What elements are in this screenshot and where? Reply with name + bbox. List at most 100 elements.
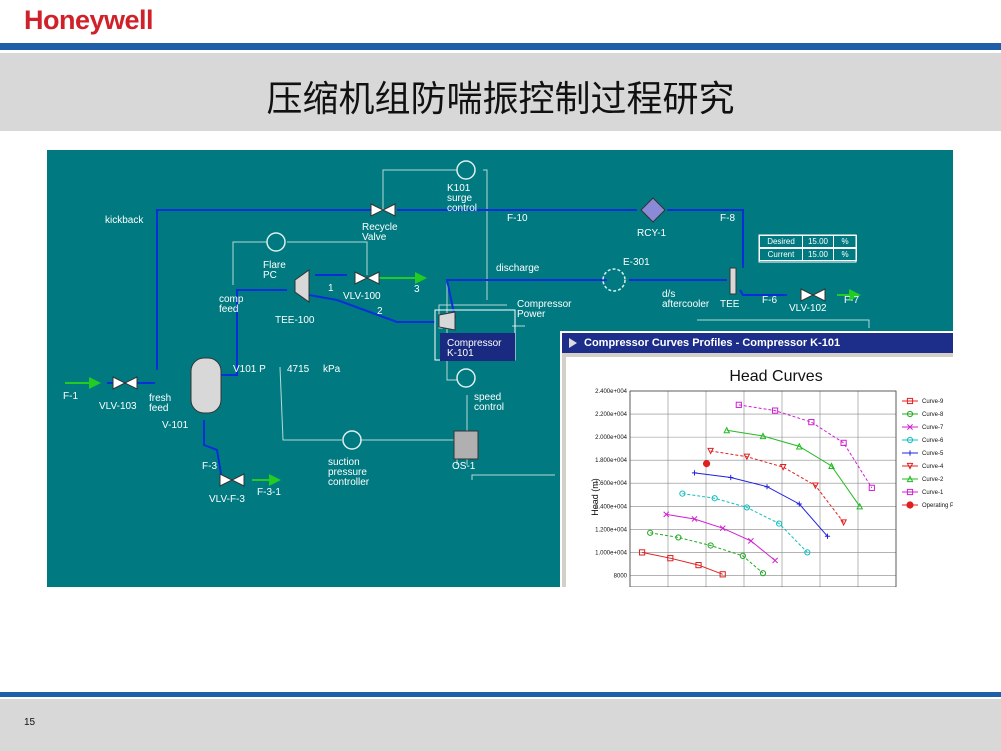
data-point — [663, 511, 670, 518]
data-point — [828, 462, 835, 470]
compressor-k101-label[interactable]: Compressor K-101 — [447, 338, 502, 359]
window-title: Compressor Curves Profiles - Compressor … — [584, 337, 841, 349]
data-point — [772, 557, 779, 564]
slide-title: 压缩机组防喘振控制过程研究 — [266, 79, 735, 120]
series-curve-4 — [707, 447, 914, 527]
ds-aftercooler-label: d/s aftercooler — [662, 289, 710, 310]
stream-3-label: 3 — [414, 284, 420, 295]
legend-label: Curve-8 — [922, 412, 944, 418]
data-point — [779, 463, 787, 471]
f7-label: F-7 — [844, 295, 859, 306]
series-curve-2 — [723, 426, 914, 510]
data-point — [796, 501, 802, 507]
data-point — [856, 502, 864, 510]
current-value: 15.00 — [802, 248, 834, 261]
data-point — [776, 520, 783, 527]
suction-pc-label: suction pressure controller — [328, 457, 370, 488]
series-line — [738, 404, 873, 489]
data-point — [691, 516, 698, 522]
page-number: 15 — [24, 717, 36, 728]
f31-label: F-3-1 — [257, 487, 281, 498]
vlv-f3-label: VLV-F-3 — [209, 494, 245, 505]
f10-label: F-10 — [507, 213, 528, 224]
data-point — [719, 571, 726, 578]
current-label: Current — [759, 248, 803, 261]
data-point — [707, 447, 715, 455]
y-tick-label: 1.400e+004 — [595, 504, 628, 510]
f3-label: F-3 — [202, 461, 217, 472]
legend-label: Curve-4 — [922, 464, 944, 470]
y-tick-label: 1.200e+004 — [595, 527, 628, 533]
tee-label: TEE — [720, 299, 740, 310]
data-point — [824, 533, 831, 539]
plot-frame — [629, 390, 897, 587]
e301-label: E-301 — [623, 257, 650, 268]
stream-2-label: 2 — [377, 306, 383, 317]
data-point — [804, 549, 811, 556]
recycle-valve-label: Recycle Valve — [362, 222, 398, 243]
data-point — [808, 419, 815, 426]
data-point — [840, 439, 847, 446]
data-point — [743, 504, 750, 511]
legend-label: Curve-2 — [922, 477, 944, 483]
y-tick-label: 1.800e+004 — [595, 458, 628, 464]
window-menu-icon[interactable] — [566, 336, 580, 350]
data-point — [723, 426, 731, 434]
data-point — [759, 570, 767, 577]
head-curves-chart: Head Curves80001.000e+0041.200e+0041.400… — [590, 368, 953, 587]
compressor-power-label: Compressor Power — [517, 299, 572, 320]
flowsheet-canvas — [65, 160, 870, 487]
data-point — [667, 555, 674, 562]
series-curve-1 — [735, 401, 914, 496]
data-point — [747, 537, 754, 544]
data-point — [695, 561, 702, 569]
f6-label: F-6 — [762, 295, 777, 306]
desired-value: 15.00 — [802, 235, 834, 248]
data-point — [764, 484, 770, 490]
data-point — [868, 484, 875, 491]
footer-rule — [0, 692, 1001, 697]
k101-surge-label: K101 surge control — [447, 183, 478, 214]
current-unit: % — [833, 248, 857, 261]
series-line — [694, 472, 828, 537]
honeywell-logo: Honeywell — [24, 5, 154, 35]
separator-v101 — [190, 357, 222, 414]
series-line — [726, 429, 861, 507]
series-line — [641, 551, 723, 575]
compressor-curves-window[interactable]: Compressor Curves Profiles - Compressor … — [560, 331, 953, 587]
legend-label: Curve-6 — [922, 438, 944, 444]
desired-label: Desired — [759, 235, 803, 248]
series-operating-point — [702, 460, 914, 509]
legend-label: Operating Point — [922, 503, 953, 509]
rcy1-label: RCY-1 — [637, 228, 667, 239]
data-point — [638, 549, 646, 556]
y-tick-label: 2.200e+004 — [595, 412, 628, 418]
chart-title: Head Curves — [729, 368, 822, 385]
window-titlebar[interactable]: Compressor Curves Profiles - Compressor … — [562, 333, 953, 353]
legend-label: Curve-7 — [922, 425, 944, 431]
data-point — [691, 470, 698, 476]
y-tick-label: 2.400e+004 — [595, 389, 628, 395]
data-point — [771, 407, 779, 414]
data-point — [675, 534, 682, 541]
stream-1-label: 1 — [328, 283, 334, 294]
os1-label: OS-1 — [452, 461, 476, 472]
data-point — [719, 525, 726, 532]
fresh-feed-label: fresh feed — [149, 393, 172, 414]
vlv103-label: VLV-103 — [99, 401, 137, 412]
data-point — [759, 432, 767, 440]
series-line — [666, 513, 776, 561]
series-line — [650, 532, 764, 574]
series-curve-8 — [647, 410, 914, 577]
vlv102-label: VLV-102 — [789, 303, 827, 314]
tee100-label: TEE-100 — [275, 315, 315, 326]
v101-label: V-101 — [162, 420, 189, 431]
desired-unit: % — [833, 235, 857, 248]
y-tick-label: 1.000e+004 — [595, 550, 628, 556]
data-point — [840, 519, 848, 527]
data-point — [795, 442, 803, 450]
discharge-label: discharge — [496, 263, 540, 274]
data-point — [811, 482, 819, 490]
kickback-label: kickback — [105, 215, 144, 226]
